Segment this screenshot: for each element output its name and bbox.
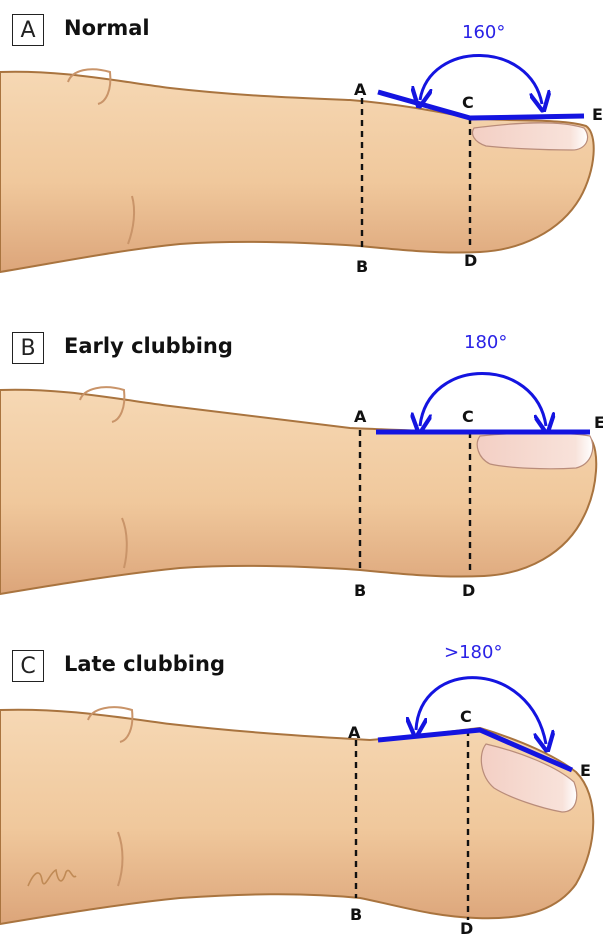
- panel-normal: A Normal 160° A C E B D: [0, 0, 603, 312]
- point-label-c: C: [462, 93, 474, 112]
- fingernail: [473, 123, 588, 150]
- finger-skin: [0, 72, 594, 272]
- point-label-a: A: [354, 80, 367, 99]
- point-label-a: A: [348, 723, 361, 742]
- point-label-e: E: [594, 413, 603, 432]
- point-label-e: E: [580, 761, 591, 780]
- angle-label: 160°: [462, 22, 505, 43]
- point-label-d: D: [462, 581, 475, 600]
- finger-illustration: 160° A C E B D: [0, 0, 603, 312]
- angle-arc-arrow: [420, 374, 546, 427]
- point-label-a: A: [354, 407, 367, 426]
- point-label-e: E: [592, 105, 603, 124]
- point-label-b: B: [356, 257, 368, 276]
- point-label-d: D: [464, 251, 477, 270]
- fingernail: [477, 433, 592, 469]
- angle-arc-arrow: [420, 55, 542, 104]
- panel-late-clubbing: C Late clubbing >180° A C E B D: [0, 636, 603, 948]
- finger-illustration: 180° A C E B D: [0, 318, 603, 630]
- point-label-c: C: [460, 707, 472, 726]
- finger-illustration: >180° A C E B D: [0, 636, 603, 936]
- point-label-d: D: [460, 919, 473, 936]
- point-label-c: C: [462, 407, 474, 426]
- point-label-b: B: [354, 581, 366, 600]
- angle-label: >180°: [444, 642, 502, 663]
- finger-skin: [0, 390, 596, 594]
- angle-label: 180°: [464, 332, 507, 353]
- point-label-b: B: [350, 905, 362, 924]
- panel-early-clubbing: B Early clubbing 180° A C E B D: [0, 318, 603, 630]
